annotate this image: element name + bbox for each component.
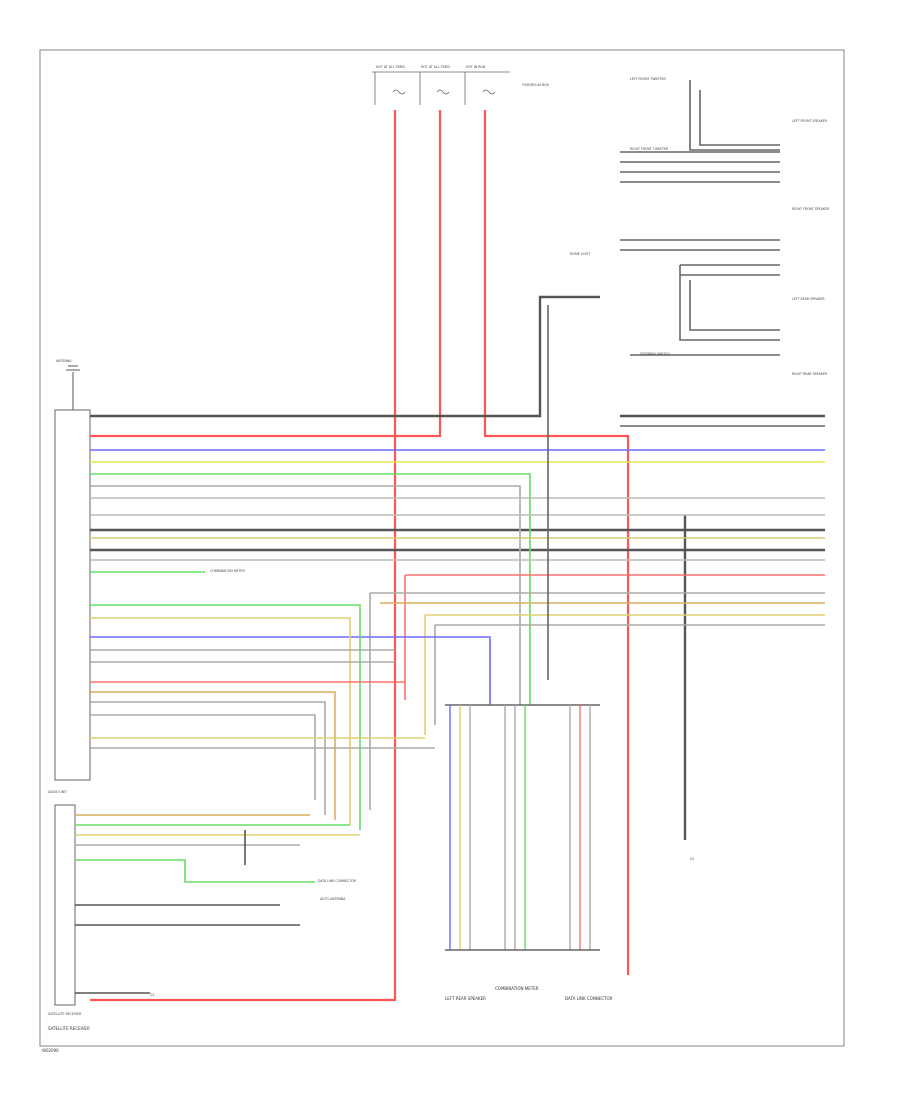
caption-data-link: DATA LINK CONNECTOR (565, 996, 613, 1001)
ground-g2-label: G2 (150, 993, 155, 997)
data-link-label: DATA LINK CONNECTOR (318, 879, 357, 883)
speaker-wires (547, 80, 825, 680)
right-front-tweeter-label: RIGHT FRONT TWEETER (630, 147, 669, 151)
fuse-label-3: HOT IN RUN (466, 65, 486, 69)
page-code: W02096 (42, 1048, 59, 1053)
left-rear-speaker-label: LEFT REAR SPEAKER (792, 297, 825, 301)
caption-combination-meter: COMBINATION METER (495, 986, 539, 991)
audio-unit-box (54, 409, 91, 781)
bus-wires (90, 449, 825, 830)
antenna-label: ANTENNA (56, 359, 72, 363)
power-feed-wires (90, 110, 630, 1002)
ground-g1-label: G1 (690, 857, 695, 861)
satellite-receiver-label: SATELLITE RECEIVER (48, 1012, 82, 1016)
right-rear-speaker-label: RIGHT REAR SPEAKER (792, 372, 828, 376)
audio-unit-label: AUDIO UNIT (48, 790, 67, 794)
fuse-label-2: HOT AT ALL TIMES (421, 65, 450, 69)
auto-antenna-label: AUTO ANTENNA (320, 897, 346, 901)
left-front-tweeter-label: LEFT FRONT TWEETER (630, 77, 667, 81)
dome-light-label: DOME LIGHT (570, 252, 590, 256)
combination-meter-label: COMBINATION METER (210, 569, 245, 573)
diagram-border (39, 49, 845, 1047)
fuse-label-1: HOT AT ALL TIMES (376, 65, 405, 69)
antenna-icon (66, 365, 80, 410)
satellite-receiver-box (54, 804, 76, 1006)
caption-satellite: SATELLITE RECEIVER (48, 1026, 90, 1031)
right-front-speaker-label: RIGHT FRONT SPEAKER (792, 207, 830, 211)
satellite-wires (75, 814, 360, 994)
connector-block (445, 704, 600, 951)
fuse-box-label: FUSE/RELAY BOX (522, 83, 550, 87)
ground-wires (90, 295, 825, 840)
steering-switch-label: STEERING SWITCH (640, 352, 670, 356)
caption-left-rear-speaker: LEFT REAR SPEAKER (445, 996, 486, 1001)
left-front-speaker-label: LEFT FRONT SPEAKER (792, 119, 828, 123)
fuse-block (372, 71, 510, 105)
